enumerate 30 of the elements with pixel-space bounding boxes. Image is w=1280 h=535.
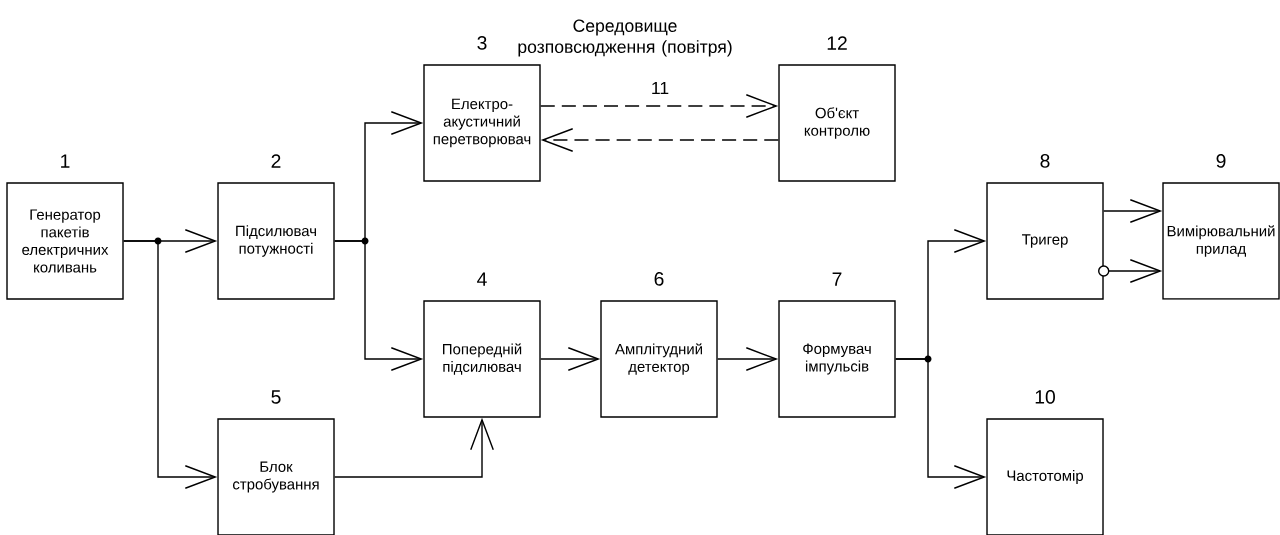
block-number: 7 <box>832 272 842 286</box>
note-text: 11 <box>652 81 669 95</box>
block-box: Формувач імпульсів <box>778 300 896 418</box>
block-number: 2 <box>271 154 281 168</box>
arrow <box>540 128 779 152</box>
block-number: 10 <box>1035 390 1055 404</box>
arrow <box>123 240 218 489</box>
block-box: Електро- акустичний перетворювач <box>423 64 541 182</box>
block-box: Блок стробування <box>217 418 335 535</box>
arrow <box>895 358 987 489</box>
block-box: Тригер <box>986 182 1110 300</box>
block-box: Попередній підсилювач <box>423 300 541 418</box>
block-box: Об'єкт контролю <box>778 64 896 182</box>
block-number: 1 <box>61 154 70 168</box>
arrow <box>334 240 424 371</box>
block-number: 6 <box>654 272 664 286</box>
block-number: 5 <box>271 390 281 404</box>
block-box: Вимірювальний прилад <box>1162 182 1280 300</box>
block-number: 12 <box>827 36 847 50</box>
block-box: Підсилювач потужності <box>217 182 335 300</box>
block-number: 9 <box>1216 154 1226 168</box>
block-box: Генератор пакетів електричних коливань <box>6 182 124 300</box>
arrow <box>540 94 779 118</box>
block-box: Частотомір <box>986 418 1104 535</box>
note-text: Середовище розповсюдження (повітря) <box>518 19 732 57</box>
block-number: 3 <box>477 36 487 50</box>
arrow <box>334 417 494 478</box>
block-number: 4 <box>477 272 487 286</box>
block-number: 8 <box>1040 154 1050 168</box>
block-box: Амплітудний детектор <box>600 300 718 418</box>
